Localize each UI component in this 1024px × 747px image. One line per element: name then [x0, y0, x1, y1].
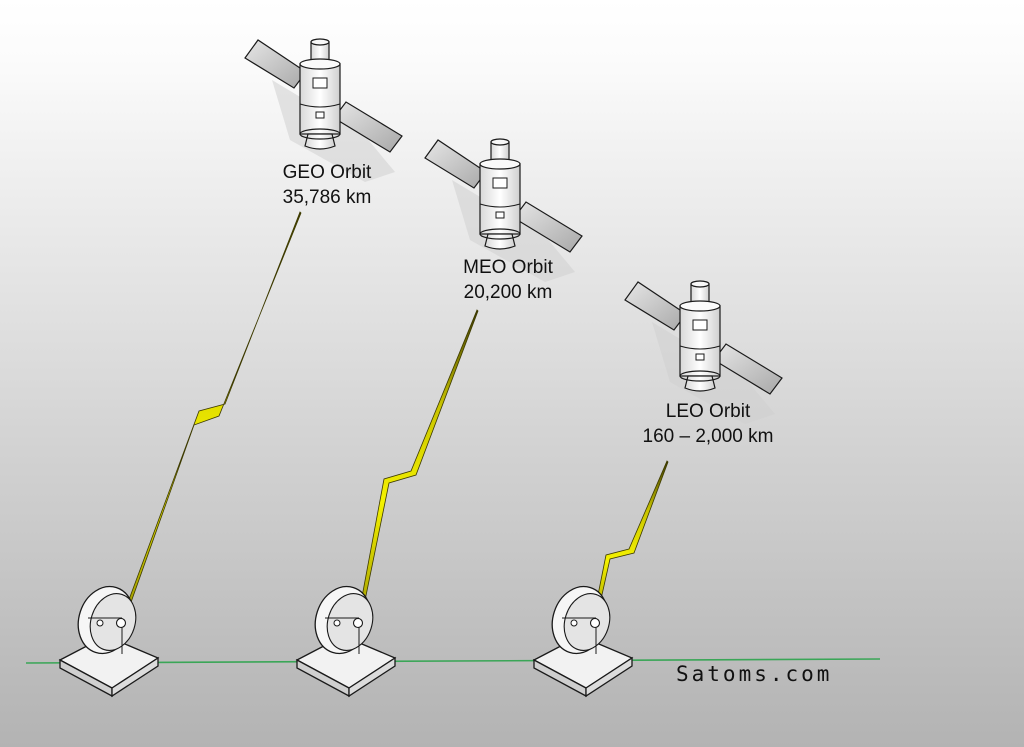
leo-orbit-altitude: 160 – 2,000 km	[642, 426, 774, 447]
geo-orbit-altitude: 35,786 km	[282, 187, 372, 208]
meo-orbit-label: MEO Orbit 20,200 km	[398, 255, 618, 305]
ground-line	[25, 658, 881, 664]
geo-orbit-label: GEO Orbit 35,786 km	[217, 160, 437, 210]
watermark-text: Satoms.com	[676, 662, 833, 686]
leo-orbit-label: LEO Orbit 160 – 2,000 km	[598, 399, 818, 449]
leo-orbit-name: LEO Orbit	[665, 401, 751, 422]
geo-orbit-name: GEO Orbit	[282, 162, 372, 183]
meo-orbit-name: MEO Orbit	[463, 257, 553, 278]
meo-orbit-altitude: 20,200 km	[463, 282, 553, 303]
